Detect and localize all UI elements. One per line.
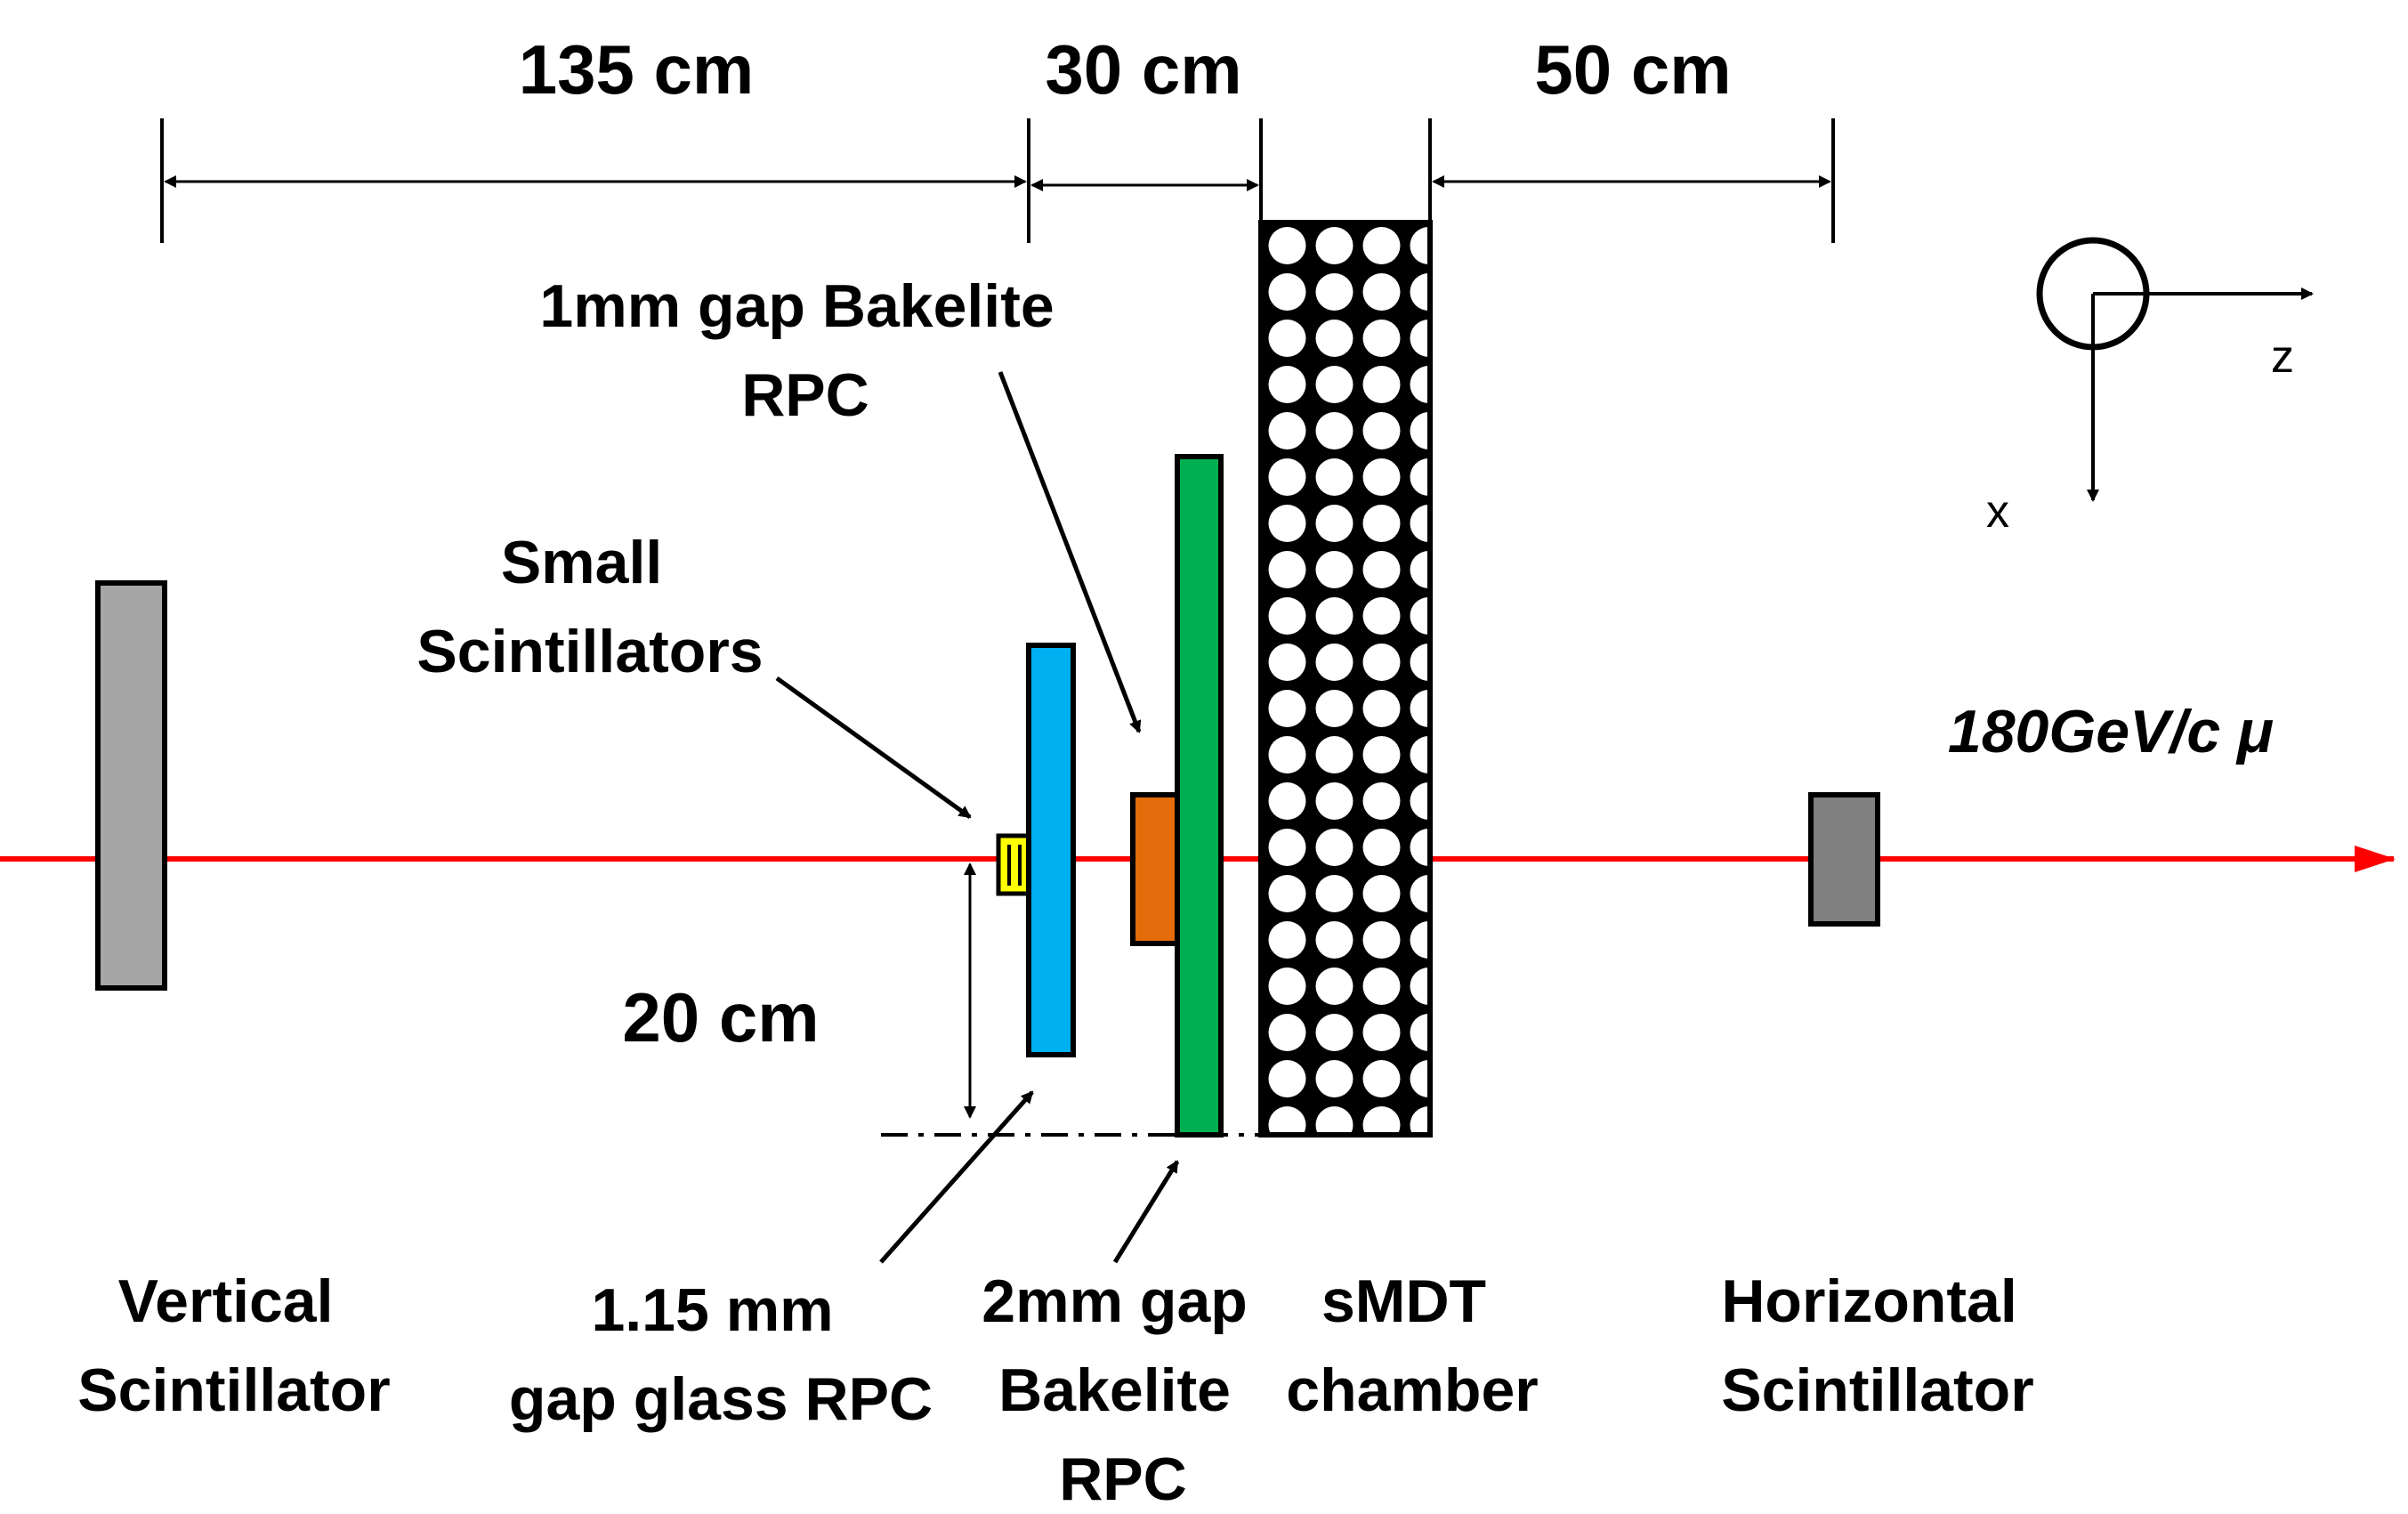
x-axis-label: x	[1986, 486, 2009, 538]
pointer-bakelite-2mm	[1112, 1160, 1180, 1264]
label-bakelite-1mm: 1mm gap Bakelite RPC	[539, 272, 1071, 429]
label-bakelite-2mm-line3: RPC	[1059, 1445, 1187, 1513]
label-glass-rpc-line1: 1.15 mm	[591, 1276, 833, 1344]
label-small-scintillators: Small Scintillators	[416, 529, 763, 685]
label-smdt-chamber-line2: chamber	[1286, 1356, 1538, 1424]
glass-rpc	[1026, 643, 1076, 1057]
label-bakelite-2mm-line2: Bakelite	[998, 1356, 1231, 1424]
label-horizontal-scintillator-line1: Horizontal	[1721, 1267, 2016, 1335]
height-label-20: 20 cm	[622, 978, 819, 1057]
label-smdt-chamber: sMDT chamber	[1286, 1267, 1538, 1424]
beam-label: 180GeV/c μ	[1948, 698, 2274, 765]
label-glass-rpc-line2: gap glass RPC	[509, 1365, 933, 1433]
smdt-chamber	[1258, 220, 1433, 1138]
label-bakelite-1mm-line1: 1mm gap Bakelite	[539, 272, 1054, 340]
horizontal-scintillator	[1808, 792, 1880, 927]
pointer-glass-rpc	[879, 1090, 1034, 1264]
label-horizontal-scintillator: Horizontal Scintillator	[1721, 1267, 2033, 1424]
dim-label-50: 50 cm	[1534, 30, 1731, 109]
pointer-small-scintillators	[775, 676, 972, 820]
bakelite-rpc-1mm	[1130, 792, 1180, 946]
label-horizontal-scintillator-line2: Scintillator	[1721, 1356, 2033, 1424]
label-small-scintillators-line2: Scintillators	[416, 618, 763, 685]
pointer-bakelite-1mm	[998, 371, 1142, 733]
label-bakelite-1mm-line2: RPC	[741, 361, 869, 429]
label-bakelite-2mm: 2mm gap Bakelite RPC	[982, 1267, 1264, 1513]
bakelite-rpc-2mm	[1175, 454, 1224, 1138]
label-smdt-chamber-line1: sMDT	[1321, 1267, 1486, 1335]
label-vertical-scintillator-line1: Vertical	[118, 1267, 334, 1335]
dim-label-135: 135 cm	[519, 30, 755, 109]
label-vertical-scintillator-line2: Scintillator	[77, 1356, 390, 1424]
label-bakelite-2mm-line1: 2mm gap	[982, 1267, 1248, 1335]
vertical-scintillator	[95, 580, 167, 991]
dim-label-30: 30 cm	[1045, 30, 1241, 109]
label-vertical-scintillator: Vertical Scintillator	[77, 1267, 390, 1424]
label-glass-rpc: 1.15 mm gap glass RPC	[509, 1276, 933, 1433]
label-small-scintillators-line1: Small	[501, 529, 662, 596]
z-axis-label: z	[2271, 331, 2294, 383]
small-scintillator	[996, 833, 1033, 896]
